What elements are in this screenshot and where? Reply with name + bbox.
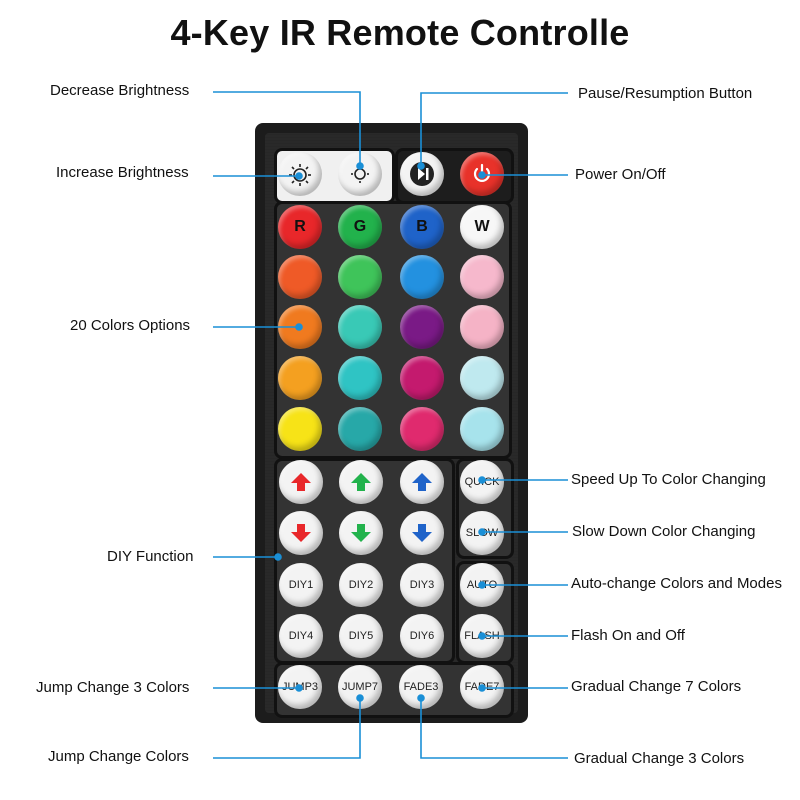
fade3-button[interactable]: FADE3 (399, 665, 443, 709)
decrease-brightness-button[interactable] (338, 152, 382, 196)
button-label: DIY6 (409, 630, 435, 642)
button-label: DIY5 (348, 630, 374, 642)
callout-flash: Flash On and Off (571, 627, 685, 644)
sun-up-icon (289, 164, 311, 186)
diy-up-2-button[interactable] (339, 460, 383, 504)
button-label: JUMP7 (341, 681, 379, 693)
color-button-r3-c2[interactable] (338, 305, 382, 349)
color-letter: W (474, 218, 490, 235)
callout-decrease-brightness: Decrease Brightness (50, 82, 190, 99)
callout-diy-function: DIY Function (107, 548, 194, 565)
diy2-button[interactable]: DIY2 (339, 563, 383, 607)
increase-brightness-button[interactable] (278, 152, 322, 196)
color-button-r2-c2[interactable] (338, 255, 382, 299)
play-pause-button[interactable] (400, 152, 444, 196)
callout-jump3: Jump Change 3 Colors (36, 679, 190, 696)
diy-up-3-button[interactable] (400, 460, 444, 504)
callout-power: Power On/Off (575, 166, 666, 183)
power-button[interactable] (460, 152, 504, 196)
callout-increase-brightness: Increase Brightness (56, 164, 189, 181)
auto-button[interactable]: AUTO (460, 563, 504, 607)
button-label: FADE7 (464, 681, 500, 693)
color-letter: G (353, 218, 367, 235)
slow-button[interactable]: SLOW (460, 511, 504, 555)
color-button-r1-c1[interactable]: R (278, 205, 322, 249)
sun-down-icon (351, 165, 369, 183)
button-label: AUTO (466, 579, 498, 591)
button-label: SLOW (465, 527, 499, 539)
callout-slow-down: Slow Down Color Changing (572, 523, 756, 540)
button-label: JUMP3 (281, 681, 319, 693)
color-button-r2-c3[interactable] (400, 255, 444, 299)
button-label: QUICK (464, 476, 500, 488)
diy3-button[interactable]: DIY3 (400, 563, 444, 607)
color-button-r2-c4[interactable] (460, 255, 504, 299)
jump7-button[interactable]: JUMP7 (338, 665, 382, 709)
callout-auto-change: Auto-change Colors and Modes (571, 575, 782, 592)
arrow-down-icon (291, 524, 311, 542)
page-title: 4-Key IR Remote Controlle (170, 12, 630, 53)
flash-button[interactable]: FLASH (460, 614, 504, 658)
diy1-button[interactable]: DIY1 (279, 563, 323, 607)
color-button-r4-c3[interactable] (400, 356, 444, 400)
callout-jump-colors: Jump Change Colors (48, 748, 189, 765)
callout-fade7: Gradual Change 7 Colors (571, 678, 742, 695)
play-pause-icon (410, 162, 434, 186)
color-button-r3-c3[interactable] (400, 305, 444, 349)
arrow-down-icon (351, 524, 371, 542)
color-letter: B (416, 218, 428, 235)
color-button-r5-c4[interactable] (460, 407, 504, 451)
diy-up-1-button[interactable] (279, 460, 323, 504)
button-label: DIY1 (288, 579, 314, 591)
jump3-button[interactable]: JUMP3 (278, 665, 322, 709)
callout-fade3: Gradual Change 3 Colors (574, 750, 745, 767)
diy5-button[interactable]: DIY5 (339, 614, 383, 658)
button-label: FLASH (464, 630, 500, 642)
color-button-r3-c1[interactable] (278, 305, 322, 349)
color-button-r1-c3[interactable]: B (400, 205, 444, 249)
button-label: DIY4 (288, 630, 314, 642)
arrow-up-icon (291, 473, 311, 491)
button-label: DIY2 (348, 579, 374, 591)
color-button-r5-c3[interactable] (400, 407, 444, 451)
color-button-r5-c2[interactable] (338, 407, 382, 451)
color-letter: R (294, 218, 306, 235)
arrow-up-icon (351, 473, 371, 491)
color-button-r2-c1[interactable] (278, 255, 322, 299)
diy-down-3-button[interactable] (400, 511, 444, 555)
color-button-r4-c2[interactable] (338, 356, 382, 400)
diy-down-1-button[interactable] (279, 511, 323, 555)
arrow-up-icon (412, 473, 432, 491)
callout-pause-resumption: Pause/Resumption Button (578, 85, 753, 102)
diy4-button[interactable]: DIY4 (279, 614, 323, 658)
fade7-button[interactable]: FADE7 (460, 665, 504, 709)
diy-down-2-button[interactable] (339, 511, 383, 555)
button-label: FADE3 (403, 681, 439, 693)
callout-speed-up: Speed Up To Color Changing (571, 471, 766, 488)
arrow-down-icon (412, 524, 432, 542)
color-button-r1-c2[interactable]: G (338, 205, 382, 249)
color-button-r4-c1[interactable] (278, 356, 322, 400)
color-button-r1-c4[interactable]: W (460, 205, 504, 249)
power-icon (473, 163, 491, 182)
callout-colors-options: 20 Colors Options (70, 317, 191, 334)
button-label: DIY3 (409, 579, 435, 591)
quick-button[interactable]: QUICK (460, 460, 504, 504)
color-button-r4-c4[interactable] (460, 356, 504, 400)
color-button-r5-c1[interactable] (278, 407, 322, 451)
diy6-button[interactable]: DIY6 (400, 614, 444, 658)
color-button-r3-c4[interactable] (460, 305, 504, 349)
